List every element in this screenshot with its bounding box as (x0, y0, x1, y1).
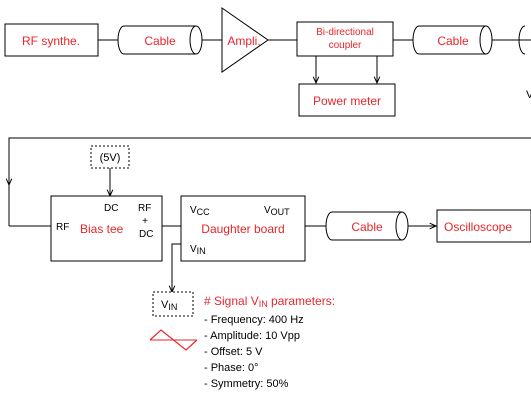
signal-param-amplitude: - Amplitude: 10 Vpp (204, 330, 300, 342)
signal-param-symmetry: - Symmetry: 50% (204, 378, 289, 390)
cable-3-label: Cable (351, 220, 383, 234)
coupler-label-line1: Bi-directional (316, 27, 374, 38)
oscilloscope-label: Oscilloscope (444, 220, 512, 234)
amplifier-label: Ampli. (227, 34, 260, 48)
signal-param-offset: - Offset: 5 V (204, 346, 263, 358)
bi-directional-coupler-block (296, 21, 394, 57)
vin-source-box (152, 291, 194, 317)
cable-1-label: Cable (144, 34, 176, 48)
cable-1: Cable (117, 25, 203, 55)
dc-supply-label: (5V) (100, 152, 121, 164)
triangle-wave-icon (149, 329, 198, 351)
bias-tee-block (50, 195, 163, 262)
bias-tee-dc-label: DC (104, 203, 118, 214)
vin-source-label: VIN (161, 299, 177, 312)
bias-tee-dc-out-label: DC (139, 229, 153, 240)
signal-param-phase: - Phase: 0° (204, 362, 259, 374)
rf-synthesizer-block (4, 23, 99, 57)
wire-loop-return (9, 137, 531, 185)
cable-2: Cable (412, 25, 493, 55)
wire-vin-source-to-board (172, 243, 181, 292)
vin-port-label: VIN (190, 244, 206, 256)
edge-cut-label: V (526, 89, 531, 101)
coupler-label-line2: coupler (329, 40, 362, 51)
bias-tee-rf-out-label: RF (138, 203, 151, 214)
rf-synthesizer-label: RF synthe. (22, 34, 80, 48)
oscilloscope-block (436, 209, 531, 243)
daughter-board-label: Daughter board (201, 222, 284, 236)
bias-tee-label: Bias tee (80, 222, 124, 236)
amplifier-triangle (221, 7, 269, 73)
vout-label: VOUT (264, 205, 290, 217)
daughter-board-block (180, 195, 306, 262)
signal-param-frequency: - Frequency: 400 Hz (204, 314, 304, 326)
bias-tee-rf-in-label: RF (56, 222, 69, 233)
power-meter-block (298, 83, 396, 117)
signal-params-title: # Signal VIN parameters: (204, 294, 335, 309)
vcc-label: VCC (190, 205, 210, 217)
cable-3-partial (518, 25, 526, 55)
dc-supply-box (90, 145, 130, 169)
power-meter-label: Power meter (313, 94, 381, 108)
bias-tee-plus-label: + (142, 216, 148, 227)
cable-3: Cable (325, 211, 409, 241)
cable-2-label: Cable (437, 34, 469, 48)
